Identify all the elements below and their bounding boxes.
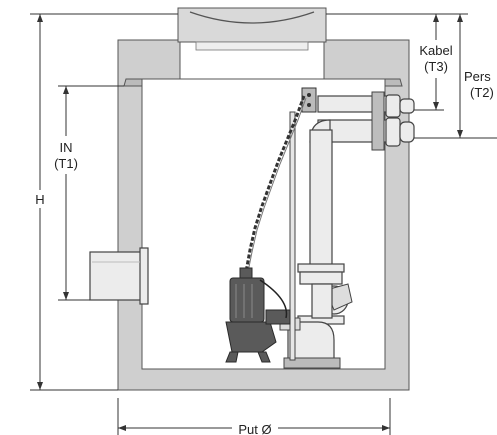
cable-pipe-stub (399, 98, 415, 114)
rising-main-lower (311, 283, 333, 319)
inlet-arrow-top (63, 86, 69, 94)
in-label-code: (T1) (54, 156, 78, 171)
duckfoot-bend (287, 321, 335, 361)
inlet-pipe-flange (139, 247, 149, 305)
pers-label-bg (462, 66, 497, 104)
kabel-arrow-bottom (433, 102, 439, 110)
pump-handle (239, 267, 253, 279)
height-label-bg (30, 190, 50, 208)
pump-discharge (265, 309, 291, 325)
pump-foot-left (225, 351, 239, 363)
inlet-pipe (89, 247, 149, 305)
height-label: H (35, 192, 44, 207)
pressure-pipe-sleeve (385, 117, 401, 147)
height-arrow-top (37, 14, 43, 22)
pit-lip-right (384, 78, 403, 87)
kabel-label-bg (414, 40, 458, 78)
chain-shadow (247, 97, 307, 273)
bracket-bolt-top (307, 93, 311, 97)
pressure-pipe-stub (399, 121, 415, 143)
diameter-label-bg (232, 420, 278, 435)
inlet-pipe-body (89, 251, 145, 301)
pit-lid-inner (195, 41, 309, 51)
pump-cable (259, 279, 288, 319)
guide-rail-bracket (301, 87, 317, 113)
duckfoot-base (283, 357, 341, 369)
cable-pipe-sleeve (385, 94, 401, 118)
pump-volute (225, 321, 277, 353)
pit-lid-frame (177, 7, 327, 43)
lifting-chain (244, 95, 307, 273)
kabel-arrow-top (433, 14, 439, 22)
dimension-lines (30, 13, 497, 435)
rising-main-pipe (309, 129, 333, 271)
wall-pipes (317, 91, 415, 151)
diagram-labels: IN (T1) H Kabel (T3) Pers (T2) Put Ø (30, 40, 497, 435)
pit-lid-curve (189, 11, 315, 24)
pers-label: Pers (464, 69, 491, 84)
pers-arrow-top (457, 14, 463, 22)
in-label: IN (60, 140, 73, 155)
chain-line (244, 95, 306, 273)
wall-pipe-collar (371, 91, 385, 151)
rising-main-flange-mid (299, 271, 343, 285)
rising-main (279, 119, 353, 369)
bracket-bolt-bottom (307, 103, 311, 107)
diameter-arrow-left (118, 425, 126, 431)
kabel-label: Kabel (419, 43, 452, 58)
inlet-arrow-bottom (63, 292, 69, 300)
height-arrow-bottom (37, 382, 43, 390)
pers-label-code: (T2) (470, 85, 494, 100)
pit-lip-left (123, 78, 143, 87)
diameter-arrow-right (382, 425, 390, 431)
in-label-bg (50, 136, 84, 174)
pump-foot-right (257, 351, 271, 363)
pers-arrow-bottom (457, 130, 463, 138)
guide-rail-pipe (289, 111, 296, 361)
kabel-label-code: (T3) (424, 59, 448, 74)
rising-main-flange-top (297, 263, 345, 273)
guide-rail (289, 87, 317, 361)
pump-motor (229, 277, 265, 323)
submersible-pump (225, 267, 291, 363)
diameter-label: Put Ø (238, 422, 271, 435)
